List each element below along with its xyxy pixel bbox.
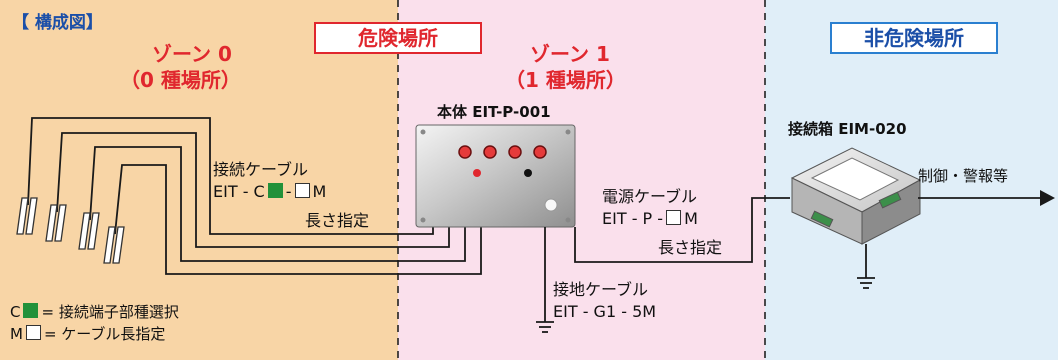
junction-ground [857,244,875,289]
junction-box-label: 接続箱 EIM-020 [788,120,907,138]
control-output-label: 制御・警報等 [918,167,1009,185]
non-hazardous-area-label: 非危険場所 [830,22,998,54]
zone-1-sub: （1 種場所） [505,68,626,92]
legend-m: M= ケーブル長指定 [10,325,166,343]
connection-cable-title: 接続ケーブル [213,160,309,179]
power-cable-line [574,197,790,263]
probe-2 [45,204,67,242]
power-cable-title: 電源ケーブル [602,187,698,206]
probe-4 [103,226,125,264]
probe-1 [16,197,38,235]
zone-0-name: ゾーン 0 [152,42,232,66]
ground-cable-code: EIT - G1 - 5M [553,302,657,321]
diagram-title: 【 構成図】 [12,13,103,33]
connection-cable-note: 長さ指定 [305,211,370,230]
legend-green-square [23,303,39,318]
power-cable-code: EIT - P -M [602,209,698,228]
length-empty-square [294,183,310,198]
junction-box-body [790,147,922,245]
length-empty-square [666,210,682,225]
legend-empty-square [25,325,41,340]
output-arrow [918,190,1055,206]
legend-c: C= 接続端子部種選択 [10,303,179,321]
connection-cable-code: EIT - C-M [213,182,327,201]
probe-cables [27,117,482,275]
level-probes [16,197,125,264]
ground-cable-line [536,227,554,333]
ground-cable-title: 接地ケーブル [553,280,649,299]
power-cable-note: 長さ指定 [658,238,723,257]
select-green-square [267,183,283,198]
main-unit-label: 本体 EIT-P-001 [437,103,551,121]
zone-0-sub: （0 種場所） [120,68,241,92]
probe-3 [78,212,100,250]
zone-0-area [0,0,398,360]
hazardous-area-label: 危険場所 [314,22,482,54]
main-unit-body [415,124,576,228]
zone-1-name: ゾーン 1 [530,42,610,66]
